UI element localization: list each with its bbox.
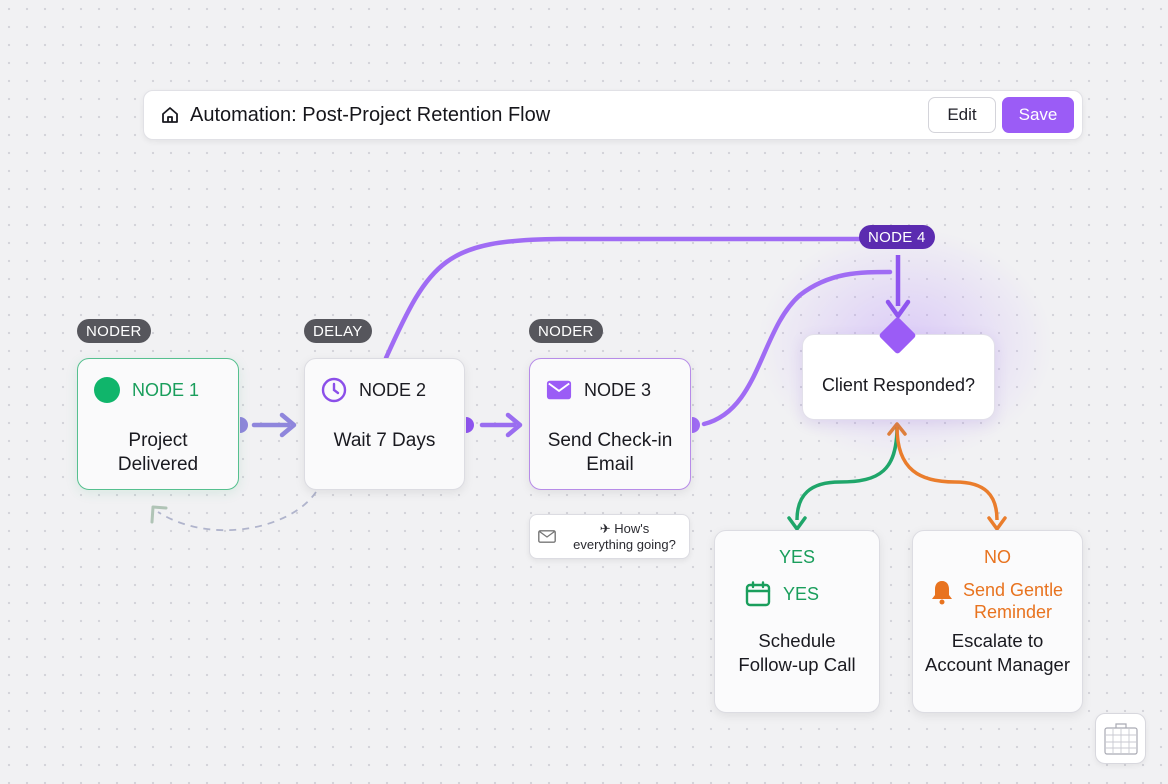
save-button[interactable]: Save: [1002, 97, 1074, 133]
email-preview-line: ✈ How's: [599, 521, 650, 536]
node-3-header: NODE 3: [546, 377, 651, 403]
node3-to-decision-connector: [701, 269, 893, 427]
yes-branch-sublabel: YES: [783, 583, 820, 604]
no-branch-header: Send Gentle Reminder: [929, 579, 1063, 623]
node-1-header: NODE 1: [94, 377, 199, 403]
node3-type-chip: NODER: [529, 319, 603, 343]
node4-chip: NODE 4: [859, 225, 935, 249]
node-3-label: Send Check-in Email: [530, 429, 690, 477]
node-1-label-line: Delivered: [117, 454, 199, 475]
node-3-label-line: Send Check-in: [547, 430, 673, 451]
node1-type-chip: NODER: [77, 319, 151, 343]
yes-branch-header: YES: [745, 581, 819, 607]
node-3-card[interactable]: NODE 3 Send Check-in Email: [529, 358, 691, 490]
no-sublabel-line: Send Gentle: [963, 580, 1064, 600]
decision-node-card[interactable]: Client Responded?: [802, 334, 995, 420]
mail-icon: [546, 377, 572, 403]
clock-icon: [321, 377, 347, 403]
node-2-label: Wait 7 Days: [333, 430, 436, 451]
no-branch-connector: [895, 426, 999, 521]
node-1-label-line: Project: [128, 430, 188, 451]
node2-output-port: [466, 417, 474, 433]
yes-action-line: Follow-up Call: [738, 654, 856, 675]
return-loop-arrow: [150, 505, 168, 524]
yes-branch-card[interactable]: YES YES Schedule Follow-up Call: [714, 530, 880, 713]
no-branch-arrow: [987, 516, 1007, 531]
email-preview-text: ✈ How's everything going?: [564, 521, 685, 553]
page-title: Automation: Post-Project Retention Flow: [190, 103, 551, 126]
node2-type-chip: DELAY: [304, 319, 372, 343]
green-dot-icon: [94, 377, 120, 403]
node1-output-port: [240, 417, 248, 433]
email-preview-line: everything going?: [573, 537, 676, 552]
node2-to-node3-arrow: [505, 412, 523, 438]
home-icon[interactable]: [160, 105, 180, 125]
node-2-card[interactable]: NODE 2 Wait 7 Days: [304, 358, 465, 490]
yes-branch-arrow: [787, 516, 807, 531]
no-branch-label: NO: [984, 547, 1011, 567]
email-preview-note[interactable]: ✈ How's everything going?: [529, 514, 690, 559]
no-sublabel-line: Reminder: [974, 602, 1053, 622]
node-1-card[interactable]: NODE 1 Project Delivered: [77, 358, 239, 490]
yes-branch-connector: [795, 426, 899, 521]
decision-label: Client Responded?: [821, 375, 976, 395]
no-branch-action: Escalate to Account Manager: [913, 629, 1082, 677]
no-branch-sublabel: Send Gentle Reminder: [963, 579, 1063, 623]
yes-branch-label: YES: [778, 547, 816, 567]
node-3-label-line: Email: [586, 454, 634, 475]
toolbar: Automation: Post-Project Retention Flow …: [143, 90, 1083, 140]
edit-button[interactable]: Edit: [928, 97, 996, 133]
bell-icon: [929, 579, 955, 605]
yes-action-line: Schedule: [758, 630, 836, 651]
decision-up-arrow: [887, 422, 907, 436]
node-2-header: NODE 2: [321, 377, 426, 403]
no-branch-card[interactable]: NO Send Gentle Reminder Escalate to Acco…: [912, 530, 1083, 713]
loop-connector: [383, 236, 865, 361]
minimap-icon[interactable]: [1095, 713, 1146, 764]
no-action-line: Account Manager: [924, 654, 1070, 675]
yes-branch-action: Schedule Follow-up Call: [715, 629, 879, 677]
node-2-id: NODE 2: [359, 379, 427, 400]
mail-icon: [538, 530, 556, 548]
calendar-icon: [745, 581, 771, 607]
node-1-label: Project Delivered: [78, 429, 238, 477]
node-1-id: NODE 1: [132, 379, 200, 400]
node1-to-node2-arrow: [279, 412, 297, 438]
node4-down-arrow: [885, 299, 911, 319]
return-loop-connector: [157, 491, 317, 532]
node-3-id: NODE 3: [584, 379, 652, 400]
no-action-line: Escalate to: [951, 630, 1044, 651]
node3-output-port: [692, 417, 700, 433]
